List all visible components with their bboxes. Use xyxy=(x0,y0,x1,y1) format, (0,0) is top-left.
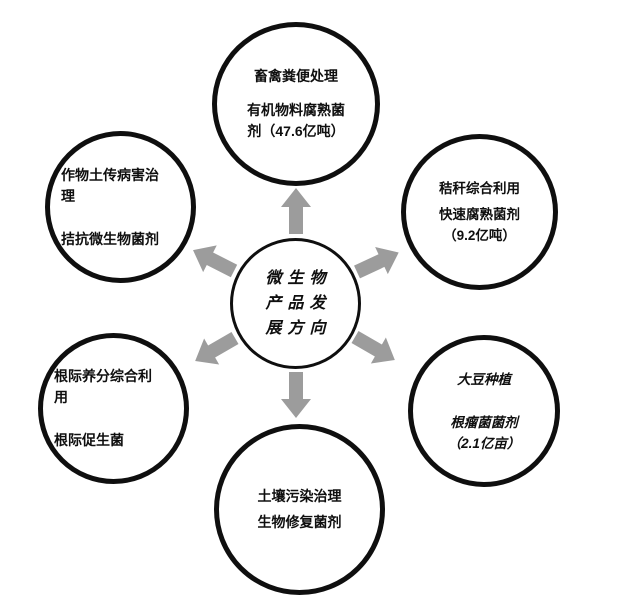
node-text: （9.2亿吨） xyxy=(443,228,516,243)
node-title: 畜禽粪便处理 xyxy=(254,68,338,84)
node-straw-utilization: 秸秆综合利用 快速腐熟菌剂 （9.2亿吨） xyxy=(401,134,558,290)
node-title: 大豆种植 xyxy=(457,371,511,387)
node-center-title: 微生物 产品发 展方向 xyxy=(230,238,361,369)
node-text: （2.1亿亩） xyxy=(447,435,521,451)
center-title-line: 微生物 xyxy=(265,270,332,287)
node-text: 快速腐熟菌剂 xyxy=(439,207,520,222)
node-text: 根际促生菌 xyxy=(54,432,124,448)
node-title: 作物土传病害治 xyxy=(61,166,159,183)
center-title-line: 产品发 xyxy=(265,295,332,312)
node-manure-treatment: 畜禽粪便处理 有机物料腐熟菌 剂（47.6亿吨） xyxy=(212,22,380,186)
node-text: 根瘤菌菌剂 xyxy=(450,414,518,430)
center-title-line: 展方向 xyxy=(265,320,332,337)
node-text: 生物修复菌剂 xyxy=(257,514,342,530)
node-title: 用 xyxy=(54,389,68,405)
arrow-lower-left-icon xyxy=(195,331,239,365)
arrow-up-icon xyxy=(281,188,311,234)
node-soil-pollution: 土壤污染治理 生物修复菌剂 xyxy=(214,424,385,595)
node-title: 根际养分综合利 xyxy=(54,368,152,384)
node-soil-borne-disease: 作物土传病害治 理 拮抗微生物菌剂 xyxy=(45,131,196,283)
node-text: 有机物料腐熟菌 xyxy=(247,102,345,118)
node-title: 土壤污染治理 xyxy=(257,488,342,504)
arrow-upper-left-icon xyxy=(193,245,238,278)
node-title: 秸秆综合利用 xyxy=(439,181,520,196)
arrow-down-icon xyxy=(281,372,311,418)
node-text: 剂（47.6亿吨） xyxy=(247,123,345,139)
node-rhizosphere-nutrient: 根际养分综合利 用 根际促生菌 xyxy=(38,333,189,484)
arrow-upper-right-icon xyxy=(354,246,399,279)
node-title: 理 xyxy=(61,187,75,204)
node-text: 拮抗微生物菌剂 xyxy=(61,230,159,247)
arrow-lower-right-icon xyxy=(351,330,395,364)
node-soybean-planting: 大豆种植 根瘤菌菌剂 （2.1亿亩） xyxy=(408,335,560,487)
